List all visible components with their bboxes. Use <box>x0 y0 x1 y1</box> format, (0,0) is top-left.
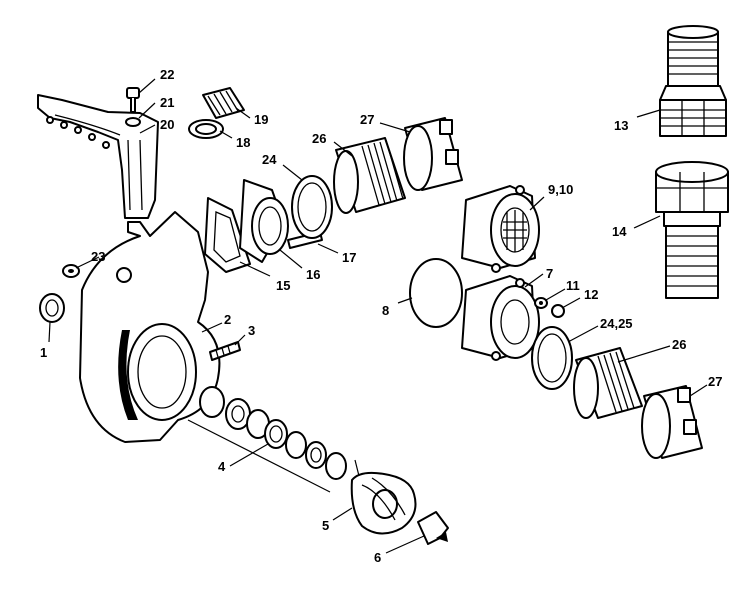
label-1: 1 <box>40 345 47 360</box>
part-knurled-nut <box>202 87 245 119</box>
part-plug-nut <box>62 264 80 278</box>
label-4: 4 <box>218 459 226 474</box>
leader-lines <box>48 78 708 554</box>
part-impeller-bolt <box>417 511 449 545</box>
label-20: 20 <box>160 117 174 132</box>
part-threaded-sleeve-top <box>333 137 406 214</box>
part-impeller <box>350 471 417 535</box>
label-6: 6 <box>374 550 381 565</box>
part-seal-ring-bottom <box>531 326 573 390</box>
label-5: 5 <box>322 518 329 533</box>
part-handle <box>37 94 159 219</box>
part-labels: 22 21 20 18 19 15 16 17 24 26 27 23 1 2 … <box>40 67 722 565</box>
label-26-top: 26 <box>312 131 326 146</box>
label-23: 23 <box>91 249 105 264</box>
label-14: 14 <box>612 224 627 239</box>
part-coupling <box>655 161 729 299</box>
label-21: 21 <box>160 95 174 110</box>
label-24: 24 <box>262 152 277 167</box>
label-26-bottom: 26 <box>672 337 686 352</box>
part-small-nut <box>534 297 548 309</box>
part-threaded-sleeve-bottom <box>573 347 643 419</box>
label-15: 15 <box>276 278 290 293</box>
part-washer-small <box>125 117 141 127</box>
part-o-ring <box>409 258 463 328</box>
label-27-top: 27 <box>360 112 374 127</box>
part-stud <box>209 341 241 361</box>
part-gasket <box>204 197 251 273</box>
part-union-nut-top <box>403 117 463 191</box>
label-24-25: 24,25 <box>600 316 633 331</box>
part-outlet-adapter <box>461 275 540 361</box>
label-13: 13 <box>614 118 628 133</box>
part-flange-adapter <box>239 179 289 263</box>
label-3: 3 <box>248 323 255 338</box>
label-16: 16 <box>306 267 320 282</box>
label-9-10: 9,10 <box>548 182 573 197</box>
label-7: 7 <box>546 266 553 281</box>
part-small-plug <box>551 304 565 318</box>
part-union-nut-bottom <box>641 385 703 459</box>
label-2: 2 <box>224 312 231 327</box>
part-screw <box>126 87 140 113</box>
part-ring <box>188 119 224 139</box>
part-pump-housing <box>79 211 221 443</box>
label-22: 22 <box>160 67 174 82</box>
label-17: 17 <box>342 250 356 265</box>
part-drain-plug <box>39 293 65 323</box>
part-seal-set <box>187 386 361 493</box>
label-27-bottom: 27 <box>708 374 722 389</box>
label-12: 12 <box>584 287 598 302</box>
label-19: 19 <box>254 112 268 127</box>
label-18: 18 <box>236 135 250 150</box>
label-11: 11 <box>566 278 580 293</box>
label-8: 8 <box>382 303 389 318</box>
part-adapter-with-strainer <box>461 185 540 273</box>
part-hose-nipple <box>659 25 727 137</box>
part-seal-ring-top <box>291 175 333 239</box>
